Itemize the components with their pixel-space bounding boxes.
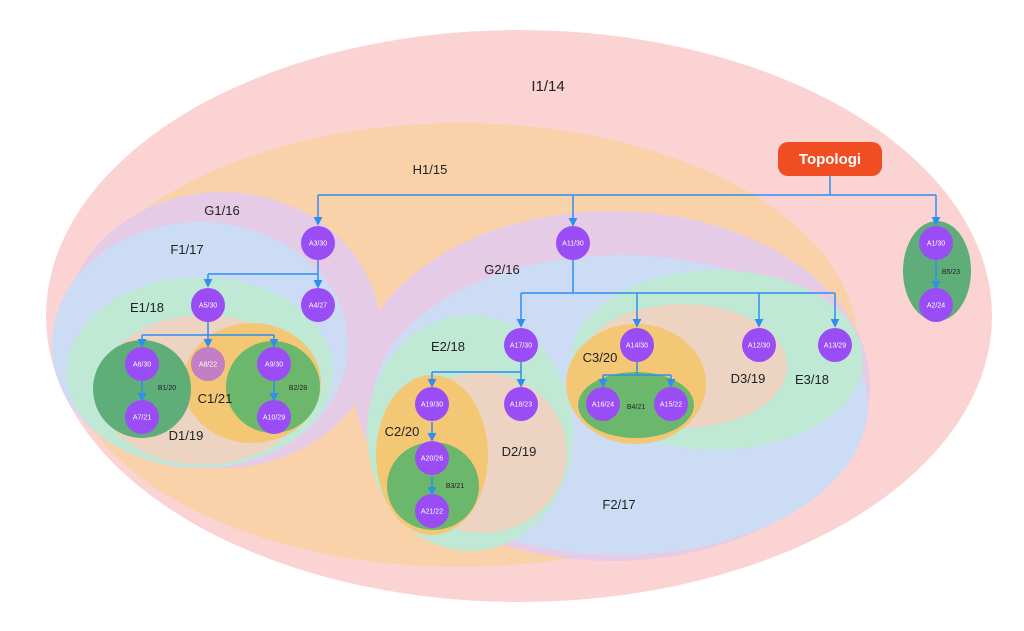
node-a20[interactable]: A20/26 [415,441,449,475]
node-circle[interactable] [504,328,538,362]
node-a6[interactable]: A6/30 [125,347,159,381]
node-label: A12/30 [748,343,770,350]
regions [46,30,992,602]
node-a19[interactable]: A19/30 [415,387,449,421]
node-label: A2/24 [927,303,945,310]
node-a5[interactable]: A5/30 [191,288,225,322]
node-label: A4/27 [309,303,327,310]
topology-badge[interactable] [778,142,882,176]
node-a2[interactable]: A2/24 [919,288,953,322]
node-a18[interactable]: A18/23 [504,387,538,421]
node-a9[interactable]: A9/30 [257,347,291,381]
label-b1: B1/20 [158,385,176,392]
label-g2: G2/16 [484,262,519,277]
node-label: A20/26 [421,456,443,463]
label-d2: D2/19 [502,444,537,459]
node-a10[interactable]: A10/29 [257,400,291,434]
label-b5: B5/23 [942,269,960,276]
label-b2: B2/28 [289,385,307,392]
node-a15[interactable]: A15/22 [654,387,688,421]
node-circle[interactable] [415,494,449,528]
topology-root[interactable]: Topologi [778,142,882,176]
node-label: A7/21 [133,415,151,422]
node-label: A18/23 [510,402,532,409]
node-circle[interactable] [301,226,335,260]
node-label: A21/22 [421,509,443,516]
nodes: A1/30 A2/24 A3/30 A4/27 A5/30 A6/30 A7/2… [125,226,953,528]
connector-topology-bus [318,176,936,196]
node-a7[interactable]: A7/21 [125,400,159,434]
connector-a3-split [208,260,319,275]
node-label: A19/30 [421,402,443,409]
label-d1: D1/19 [169,428,204,443]
node-a3[interactable]: A3/30 [301,226,335,260]
region-b2 [226,341,320,433]
label-d3: D3/19 [731,371,766,386]
label-b4: B4/21 [627,404,645,411]
node-circle[interactable] [257,400,291,434]
node-circle[interactable] [818,328,852,362]
connector-a17-split [432,362,522,373]
node-label: A13/29 [824,343,846,350]
node-a1[interactable]: A1/30 [919,226,953,260]
node-a4[interactable]: A4/27 [301,288,335,322]
node-label: A16/24 [592,402,614,409]
node-circle[interactable] [654,387,688,421]
region-labels: I1/14 H1/15 G1/16 F1/17 E1/18 D1/19 C1/2… [130,78,960,512]
label-g1: G1/16 [204,203,239,218]
node-a8[interactable]: A8/22 [191,347,225,381]
node-label: A8/22 [199,362,217,369]
node-label: A15/22 [660,402,682,409]
node-circle[interactable] [919,226,953,260]
node-label: A17/30 [510,343,532,350]
node-label: A11/30 [562,241,584,248]
node-circle[interactable] [257,347,291,381]
connector-a11-bus [521,259,835,294]
node-circle[interactable] [191,288,225,322]
node-label: A3/30 [309,241,327,248]
node-label: A10/29 [263,415,285,422]
node-circle[interactable] [504,387,538,421]
label-b3: B3/21 [446,483,464,490]
node-a14[interactable]: A14/30 [620,328,654,362]
label-e1: E1/18 [130,300,164,315]
topology-title: Topologi [799,151,861,168]
node-a16[interactable]: A16/24 [586,387,620,421]
node-circle[interactable] [125,347,159,381]
node-circle[interactable] [620,328,654,362]
node-label: A1/30 [927,241,945,248]
connectors [137,176,941,496]
node-circle[interactable] [415,441,449,475]
label-c1: C1/21 [198,391,233,406]
node-a17[interactable]: A17/30 [504,328,538,362]
region-b3 [387,442,479,530]
node-a11[interactable]: A11/30 [556,226,590,260]
connector-a14-split [603,362,671,376]
node-circle[interactable] [586,387,620,421]
node-circle[interactable] [191,347,225,381]
node-circle[interactable] [301,288,335,322]
node-circle[interactable] [919,288,953,322]
node-circle[interactable] [415,387,449,421]
node-circle[interactable] [742,328,776,362]
label-e2: E2/18 [431,339,465,354]
label-i1: I1/14 [531,78,564,95]
label-c2: C2/20 [385,424,420,439]
node-a13[interactable]: A13/29 [818,328,852,362]
label-f1: F1/17 [170,242,203,257]
node-label: A5/30 [199,303,217,310]
label-c3: C3/20 [583,350,618,365]
label-e3: E3/18 [795,372,829,387]
node-label: A14/30 [626,343,648,350]
node-label: A9/30 [265,362,283,369]
node-label: A6/30 [133,362,151,369]
node-circle[interactable] [556,226,590,260]
label-h1: H1/15 [413,162,448,177]
label-f2: F2/17 [602,497,635,512]
node-circle[interactable] [125,400,159,434]
node-a21[interactable]: A21/22 [415,494,449,528]
node-a12[interactable]: A12/30 [742,328,776,362]
